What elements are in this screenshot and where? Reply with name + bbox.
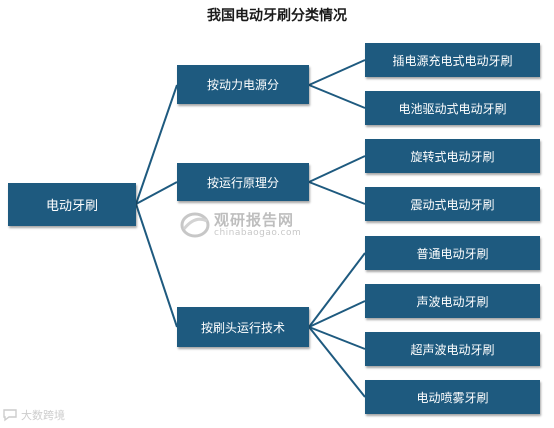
edge-cat3-to-leaf6 xyxy=(308,300,366,328)
leaf-node-regular: 普通电动牙刷 xyxy=(365,236,540,270)
edge-cat2-to-leaf4 xyxy=(308,181,366,205)
watermark-name: 观研报告网 xyxy=(214,211,295,229)
source-watermark-text: 大数跨境 xyxy=(21,409,65,422)
edge-root-to-cat2 xyxy=(135,181,178,205)
watermark-url: chinabaogao.com xyxy=(214,228,302,238)
root-node: 电动牙刷 xyxy=(8,183,136,226)
edge-cat2-to-leaf3 xyxy=(308,155,366,183)
edge-root-to-cat3 xyxy=(135,203,178,328)
edge-cat1-to-leaf2 xyxy=(308,84,366,109)
leaf-node-rotary: 旋转式电动牙刷 xyxy=(365,139,540,173)
edge-cat3-to-leaf8 xyxy=(308,326,366,398)
category-node-head-tech: 按刷头运行技术 xyxy=(177,307,309,347)
edge-cat1-to-leaf1 xyxy=(308,59,366,86)
diagram-title: 我国电动牙刷分类情况 xyxy=(207,8,347,24)
leaf-node-ultrasonic: 超声波电动牙刷 xyxy=(365,332,540,366)
source-watermark: 大数跨境 xyxy=(2,406,65,424)
leaf-node-plug-in-rechargeable: 插电源充电式电动牙刷 xyxy=(365,43,540,77)
leaf-node-vibrating: 震动式电动牙刷 xyxy=(365,187,540,221)
edge-cat3-to-leaf5 xyxy=(308,252,366,328)
category-node-principle: 按运行原理分 xyxy=(177,163,309,201)
watermark-logo-icon xyxy=(180,212,210,238)
watermark: 观研报告网 chinabaogao.com xyxy=(180,209,330,243)
category-node-power: 按动力电源分 xyxy=(177,65,309,104)
edge-root-to-cat1 xyxy=(135,84,178,205)
leaf-node-battery-powered: 电池驱动式电动牙刷 xyxy=(365,91,540,125)
chat-bubble-icon xyxy=(3,409,17,422)
leaf-node-sonic: 声波电动牙刷 xyxy=(365,284,540,318)
edge-cat3-to-leaf7 xyxy=(308,326,366,350)
leaf-node-spray: 电动喷雾牙刷 xyxy=(365,380,540,414)
